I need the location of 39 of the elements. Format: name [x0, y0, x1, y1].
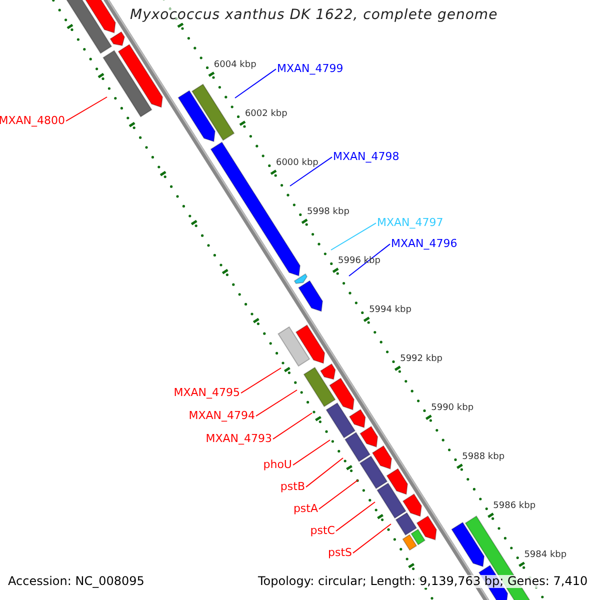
position-label: 6004 kbp — [214, 60, 256, 71]
leader-line — [348, 244, 390, 276]
leader-line — [256, 390, 298, 417]
gene-label: MXAN_4796 — [391, 238, 458, 250]
gene-label: pstS — [328, 547, 352, 560]
leader-line — [352, 524, 392, 554]
gene-label: MXAN_4798 — [333, 151, 400, 164]
position-label: 5994 kbp — [369, 306, 412, 316]
title: Myxococcus xanthus DK 1622, complete genome — [130, 8, 498, 24]
leader-line — [234, 68, 276, 98]
gene-label: MXAN_4797 — [377, 217, 444, 230]
position-label: 6000 kbp — [276, 158, 318, 169]
gene-label: MXAN_4793 — [206, 433, 272, 446]
gene-label: phoU — [263, 459, 292, 472]
position-label: 5986 kbp — [493, 502, 536, 512]
position-label: 5984 kbp — [524, 551, 567, 561]
gene-label: MXAN_4794 — [188, 410, 255, 422]
footer-text: Topology: circular; Length: 9,139,763 bp; Genes: 7,410 — [258, 575, 588, 588]
leader-line — [330, 222, 376, 250]
footer-text: Accession: NC_008095 — [8, 575, 144, 588]
leader-line — [290, 156, 332, 186]
position-label: 5990 kbp — [431, 404, 474, 414]
position-label: 5992 kbp — [400, 354, 442, 365]
gene-label: pstA — [293, 503, 318, 516]
position-label: 5988 kbp — [462, 452, 505, 463]
position-label: 5998 kbp — [307, 208, 350, 218]
leader-line — [240, 368, 282, 394]
leader-line — [306, 458, 344, 488]
position-label: 6002 kbp — [244, 110, 288, 120]
gene-label: MXAN_4799 — [277, 63, 344, 76]
gene-label: MXAN_4800 — [0, 115, 65, 128]
gene-label: pstC — [310, 525, 335, 538]
gene-label: MXAN_4795 — [174, 387, 240, 400]
leader-line — [66, 96, 108, 122]
leader-line — [272, 412, 312, 440]
gene-label: pstB — [280, 481, 305, 494]
leader-line — [292, 440, 330, 466]
leader-line — [318, 480, 358, 510]
leader-line — [336, 502, 376, 532]
